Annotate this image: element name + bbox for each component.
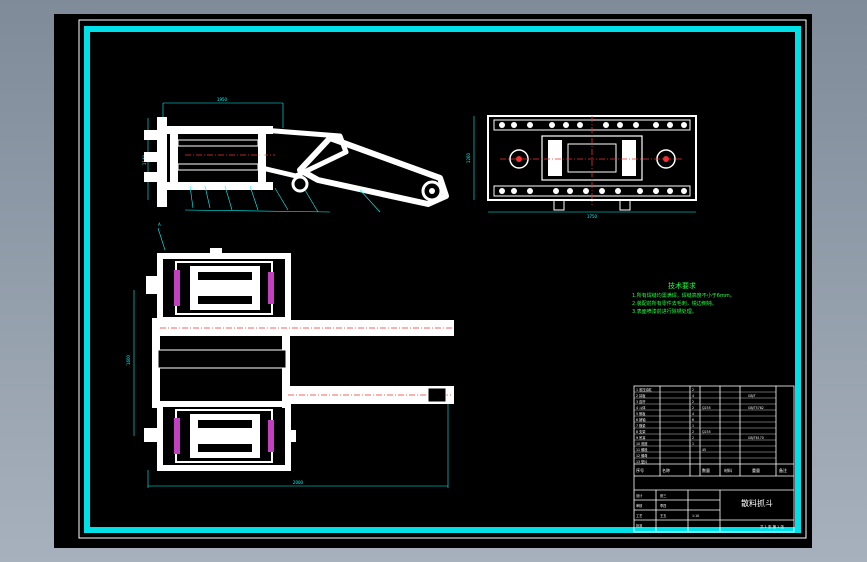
part-row-13: 13 垫片 — [636, 459, 647, 464]
qty-row-2: 4 — [692, 394, 694, 398]
dim-plan-height: 1600 — [126, 354, 131, 365]
label-design: 设计 — [636, 493, 643, 498]
label-review: 审核 — [636, 503, 643, 508]
part-row-9: 9 吊耳 — [636, 436, 646, 440]
remark-row-1: GB/T — [748, 394, 756, 398]
qty-row-10: 1 — [692, 442, 694, 446]
qty-row-9: 2 — [692, 436, 694, 440]
drawing-frame — [84, 26, 801, 533]
dim-side-width: 1750 — [587, 214, 598, 219]
sheet-number: 共 1 张 第 1 张 — [760, 524, 785, 529]
part-row-11: 11 螺栓 — [636, 447, 648, 452]
drawing-title: 散料抓斗 — [741, 498, 773, 508]
plan-view: A 1600 2000 — [126, 222, 454, 488]
label-approve: 批准 — [636, 523, 643, 528]
front-view: 1950 1140 — [142, 97, 449, 213]
part-row-12: 12 螺母 — [636, 453, 647, 458]
plan-corner-label: A — [158, 222, 161, 227]
notes-line-2: 2.装配前所有零件去毛刺，锐边倒钝。 — [632, 300, 717, 307]
body-bottom-rail — [163, 182, 273, 190]
qty-row-6: 6 — [692, 418, 694, 422]
part-row-3: 3 连杆 — [636, 399, 646, 404]
dim-front-width: 1950 — [217, 97, 228, 102]
part-row-10: 10 底座 — [636, 441, 648, 446]
body-top-rail — [163, 126, 273, 134]
part-row-5: 5 侧板 — [636, 411, 646, 416]
notes-line-3: 3.表面喷漆前进行除锈处理。 — [632, 308, 697, 315]
part-row-8: 8 支架 — [636, 429, 646, 434]
header-material: 材料 — [724, 467, 732, 473]
mat-row-6: 45 — [702, 448, 706, 452]
part-row-6: 6 销轴 — [636, 417, 645, 422]
header-weight: 重量 — [752, 467, 760, 473]
part-row-2: 2 耳板 — [636, 393, 646, 398]
qty-row-3: 2 — [692, 400, 694, 404]
qty-row-1: 2 — [692, 388, 694, 392]
part-row-1: 1 液压油缸 — [636, 387, 653, 392]
mat-row-1: Q235 — [702, 406, 711, 410]
left-plate — [157, 117, 167, 207]
header-qty: 数量 — [702, 467, 710, 473]
label-process: 工艺 — [636, 513, 642, 518]
mat-row-3: Q235 — [702, 430, 711, 434]
remark-row-3: GB/T5782 — [748, 406, 764, 410]
title-block-text: 1 液压油缸 2 耳板 3 连杆 4 斗体 5 侧板 6 销轴 7 横梁 8 支… — [636, 387, 787, 529]
qty-row-8: 2 — [692, 430, 694, 434]
title-block — [633, 385, 795, 533]
side-view: 1750 1260 — [466, 115, 697, 219]
boom-arm-upper — [259, 127, 349, 179]
boom-arm — [297, 135, 449, 207]
qty-row-7: 1 — [692, 424, 694, 428]
remark-row-8: GB/T6170 — [748, 436, 764, 440]
notes-line-1: 1.所有焊缝均需满焊，焊缝高度不小于6mm。 — [632, 292, 735, 299]
scale-value: 1:10 — [692, 514, 699, 518]
dim-side-height: 1260 — [466, 152, 471, 163]
dim-plan-width: 2000 — [293, 480, 304, 485]
sheet-border — [78, 19, 807, 539]
header-index: 序号 — [636, 467, 644, 473]
technical-notes: 技术要求 1.所有焊缝均需满焊，焊缝高度不小于6mm。 2.装配前所有零件去毛刺… — [632, 281, 735, 315]
header-name: 名称 — [662, 467, 670, 473]
sign-3: 王五 — [660, 514, 667, 518]
sign-1: 张三 — [660, 493, 666, 498]
qty-row-5: 4 — [692, 412, 694, 416]
qty-row-4: 2 — [692, 406, 694, 410]
sign-2: 李四 — [660, 503, 666, 508]
notes-heading: 技术要求 — [668, 281, 696, 290]
part-row-7: 7 横梁 — [636, 423, 646, 428]
part-row-4: 4 斗体 — [636, 405, 646, 410]
header-remark: 备注 — [779, 467, 787, 473]
